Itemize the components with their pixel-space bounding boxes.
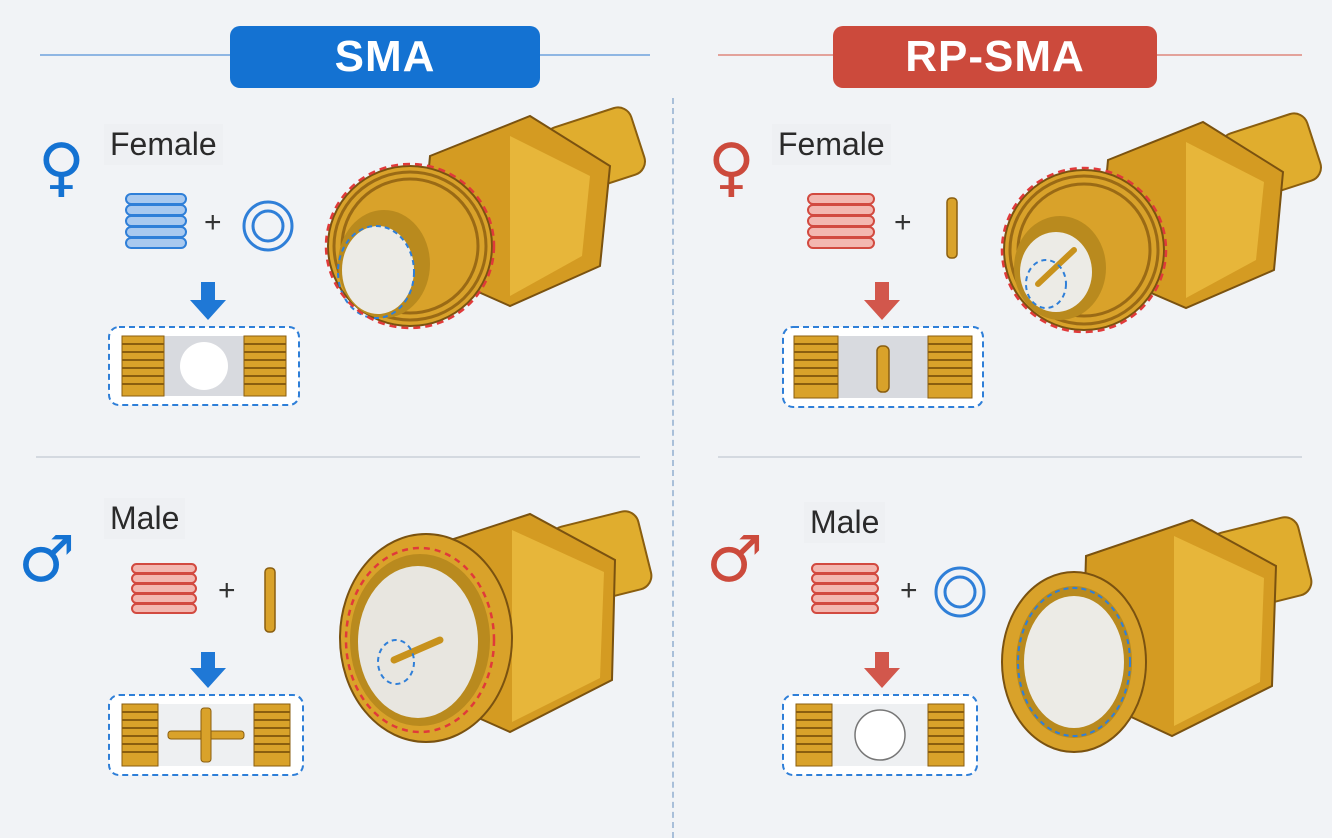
sma-male-connector-image <box>339 510 653 743</box>
sma-banner: SMA <box>230 26 540 88</box>
center-divider <box>672 98 674 838</box>
right-row-separator <box>718 456 1302 458</box>
rp-sma-female-connector-image <box>1000 112 1322 334</box>
sma-female-cross-section <box>108 326 300 406</box>
plus-sign: + <box>894 206 912 239</box>
sma-female-label: Female <box>104 124 223 165</box>
socket-ring-icon <box>934 566 986 618</box>
sma-female-connector-image <box>324 106 646 330</box>
female-symbol-icon: ♀ <box>708 131 755 205</box>
pin-icon <box>946 197 958 259</box>
rp-sma-male-connector-image <box>1001 516 1313 753</box>
sma-male-cross-section <box>108 694 304 776</box>
thread-icon <box>131 563 197 614</box>
rp-sma-female-cross-section <box>782 326 984 408</box>
down-arrow-icon <box>864 652 900 688</box>
male-symbol-icon: ♂ <box>706 523 764 597</box>
down-arrow-icon <box>190 282 226 320</box>
sma-male-label: Male <box>104 498 186 539</box>
thread-icon <box>807 193 875 249</box>
rp-sma-female-label: Female <box>772 124 891 165</box>
down-arrow-icon <box>864 282 900 320</box>
thread-icon <box>125 193 187 249</box>
female-symbol-icon: ♀ <box>38 131 85 205</box>
down-arrow-icon <box>190 652 226 688</box>
thread-icon <box>811 563 879 614</box>
plus-sign: + <box>218 574 236 607</box>
socket-ring-icon <box>242 200 294 252</box>
rp-sma-male-cross-section <box>782 694 978 776</box>
pin-icon <box>264 567 276 633</box>
male-symbol-icon: ♂ <box>18 523 76 597</box>
rp-sma-male-label: Male <box>804 502 886 543</box>
rp-sma-banner: RP-SMA <box>833 26 1157 88</box>
plus-sign: + <box>204 206 222 239</box>
plus-sign: + <box>900 574 918 607</box>
left-row-separator <box>36 456 640 458</box>
